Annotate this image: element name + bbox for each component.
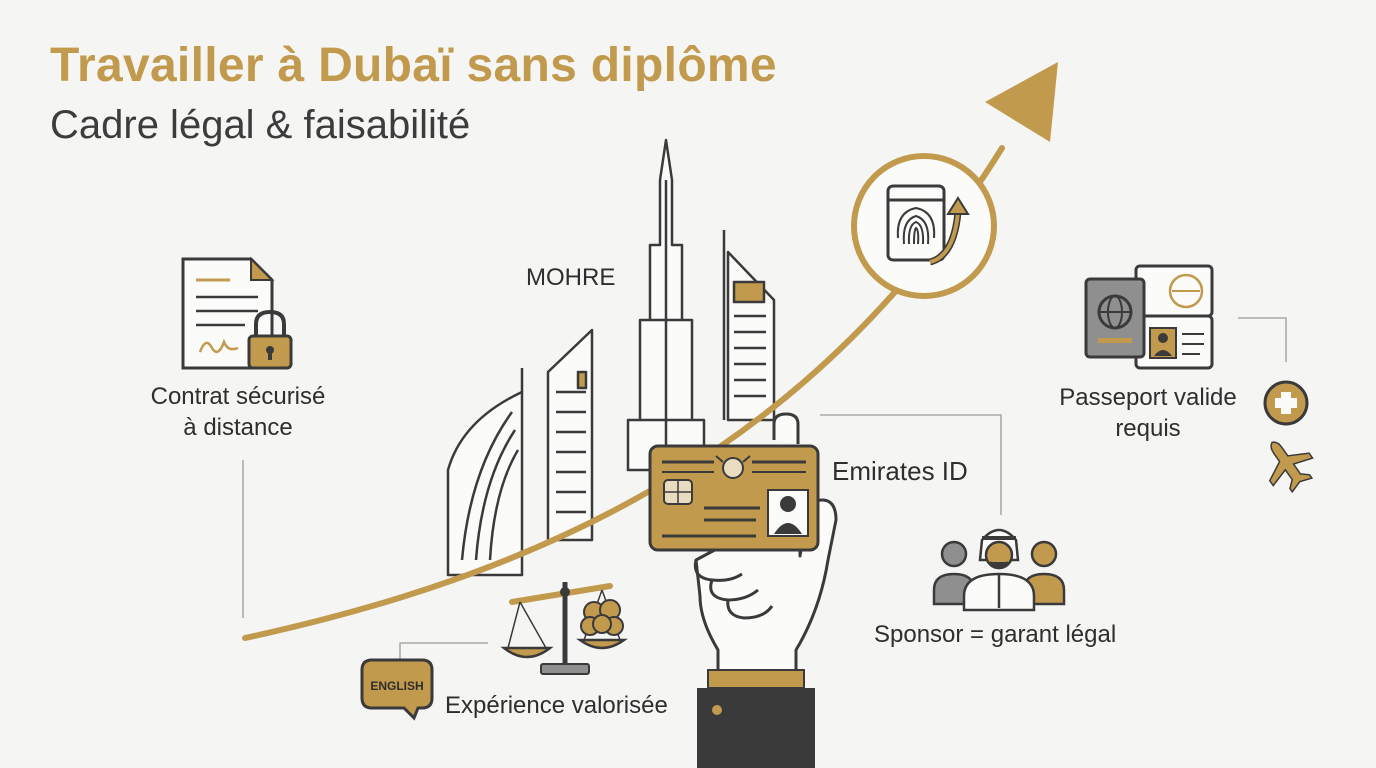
sponsor-label: Sponsor = garant légal	[874, 621, 1117, 648]
passport-label: Passeport valide requis	[1038, 382, 1258, 444]
experience-label: Expérience valorisée	[445, 692, 668, 719]
contract-label-line2: à distance	[183, 414, 293, 441]
page-subtitle: Cadre légal & faisabilité	[50, 103, 471, 147]
fingerprint-upload-icon	[851, 153, 997, 299]
contract-lock-icon	[181, 256, 293, 370]
page-title: Travailler à Dubaï sans diplôme	[50, 39, 777, 92]
contract-label-line1: Contrat sécurisé	[150, 383, 326, 410]
passport-visa-icon	[1084, 264, 1214, 370]
connector-lines	[242, 317, 1287, 660]
english-speech-bubble-icon: ENGLISH	[360, 658, 434, 721]
contract-label: Contrat sécurisé à distance	[128, 381, 348, 443]
airplane-icon	[1268, 441, 1314, 494]
mohre-label: MOHRE	[526, 264, 616, 291]
english-badge-text: ENGLISH	[370, 679, 423, 693]
emirates-id-label: Emirates ID	[832, 456, 968, 486]
passport-label-line2: requis	[1115, 415, 1181, 442]
passport-label-line1: Passeport valide	[1059, 384, 1237, 411]
medical-cross-icon	[1263, 380, 1309, 426]
scales-brain-icon	[500, 582, 628, 675]
emirates-id-card-icon	[648, 444, 820, 552]
people-sponsor-icon	[932, 528, 1066, 612]
skyline-icon	[446, 138, 776, 577]
